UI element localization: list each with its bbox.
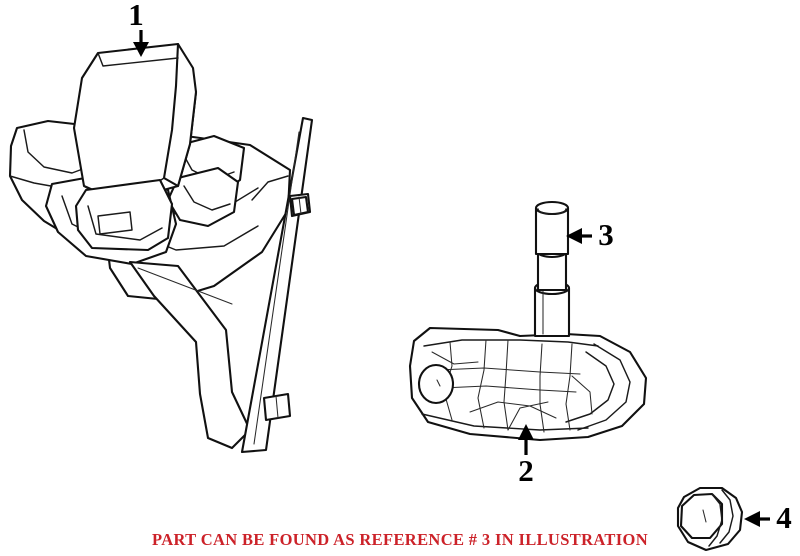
sensor-rib-h1 [437,367,581,375]
valve-cap-barrel-line-b [708,493,723,547]
bracket-lower-arm-rib [183,185,231,211]
sensor-rounded-end-inner [577,343,631,431]
callout-4: 4 [744,500,792,535]
sensor-bottom-rim [421,413,589,431]
connector-block-face [87,205,163,241]
sensor-rib-diag1 [431,351,479,365]
valve-stem-top-inner-rim [537,208,567,215]
bracket-rail-tab-lower-line [275,395,279,419]
part-3-valve-stem [534,200,570,292]
callout-3-arrowhead [566,228,582,244]
bracket-vertical-rail-crease [253,131,300,445]
part-4-valve-cap-assembly [676,486,744,552]
valve-cap-knurl-mark [702,509,707,523]
callout-1-number: 1 [128,0,144,32]
callout-1: 1 [128,0,149,57]
sensor-rib-h2 [441,385,577,393]
callout-2-arrowhead [518,424,534,440]
bracket-rail-shoulder [251,175,289,201]
sensor-rib-v3 [503,339,509,431]
callout-1-arrowhead [133,42,149,57]
callout-3-number: 3 [598,217,614,252]
valve-cap-hex-face [679,492,724,540]
sensor-boss-mark [436,379,441,387]
part-2-tire-pressure-sensor-assembly [408,200,648,442]
sensor-boss-circle [417,363,455,405]
control-module-box-right-face [162,42,198,188]
valve-cap-barrel-line-a [719,489,734,544]
sensor-top-rim [423,339,599,347]
control-module-top-edge [97,52,179,67]
sensor-rib-diag3 [507,401,549,431]
connector-block-keyway [97,211,133,235]
callout-3: 3 [566,217,614,252]
bracket-rail-tab-upper-line [298,196,302,215]
callout-2: 2 [518,424,534,488]
sensor-rib-v5 [565,343,573,431]
callout-4-number: 4 [776,500,792,535]
bracket-tail-crease [137,267,233,305]
callout-4-arrowhead [744,511,760,527]
callout-2-number: 2 [518,453,534,488]
bracket-tail-strut [128,260,252,450]
valve-stem-base-segment [533,286,571,338]
sensor-rounded-end-inner2 [565,351,615,423]
sensor-rib-diag2 [469,401,557,419]
sensor-rib-v2 [477,339,487,429]
sensor-rib-diag4 [571,375,593,415]
part-1-control-module-assembly [8,42,314,454]
